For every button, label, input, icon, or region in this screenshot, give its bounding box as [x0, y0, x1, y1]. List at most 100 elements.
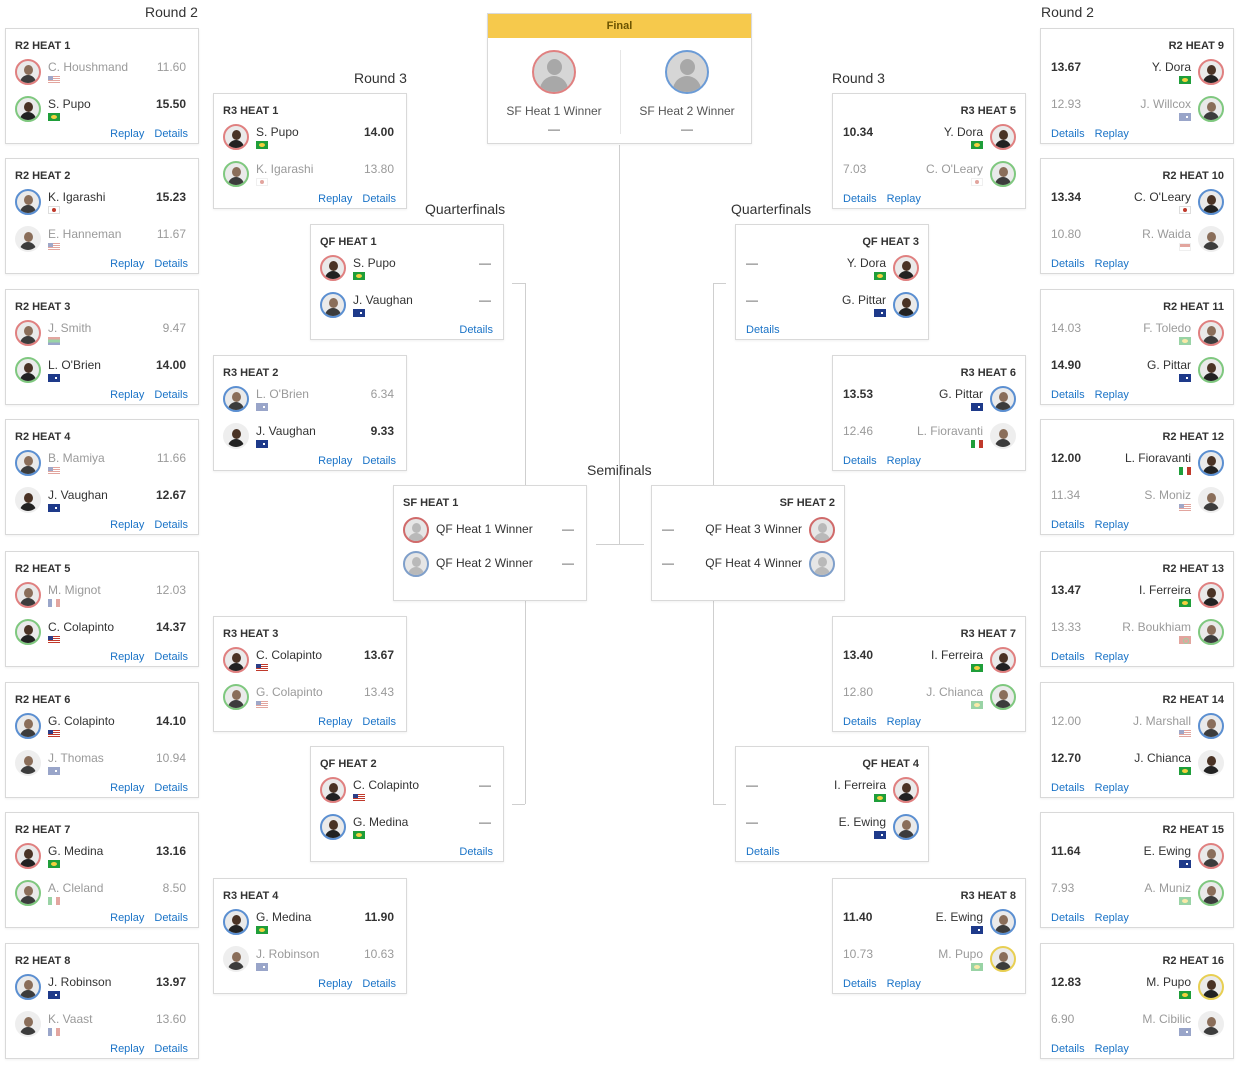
details-link[interactable]: Details [1051, 258, 1085, 270]
heat-competitor-row[interactable]: G. Pittar 13.53 [833, 384, 1025, 414]
details-link[interactable]: Details [843, 455, 877, 467]
heat-competitor-row[interactable]: R. Boukhiam 13.33 [1041, 617, 1233, 647]
heat-competitor-row[interactable]: F. Toledo 14.03 [1041, 318, 1233, 348]
details-link[interactable]: Details [154, 519, 188, 531]
details-link[interactable]: Details [362, 455, 396, 467]
heat-competitor-row[interactable]: L. O'Brien 6.34 [214, 384, 406, 414]
replay-link[interactable]: Replay [110, 912, 145, 924]
heat-competitor-row[interactable]: S. Pupo — [311, 253, 503, 283]
heat-competitor-row[interactable]: E. Ewing 11.40 [833, 907, 1025, 937]
details-link[interactable]: Details [1051, 128, 1085, 140]
heat-competitor-row[interactable]: J. Vaughan — [311, 290, 503, 320]
details-link[interactable]: Details [459, 846, 493, 858]
heat-competitor-row[interactable]: M. Mignot 12.03 [6, 580, 198, 610]
replay-link[interactable]: Replay [110, 519, 145, 531]
heat-competitor-row[interactable]: L. Fioravanti 12.46 [833, 421, 1025, 451]
heat-competitor-row[interactable]: G. Medina 13.16 [6, 841, 198, 871]
replay-link[interactable]: Replay [1094, 519, 1129, 531]
heat-competitor-row[interactable]: S. Pupo 14.00 [214, 122, 406, 152]
heat-competitor-row[interactable]: J. Vaughan 12.67 [6, 485, 198, 515]
heat-competitor-row[interactable]: C. Colapinto 14.37 [6, 617, 198, 647]
heat-competitor-row[interactable]: J. Thomas 10.94 [6, 748, 198, 778]
heat-competitor-row[interactable]: C. Colapinto — [311, 775, 503, 805]
replay-link[interactable]: Replay [886, 193, 921, 205]
details-link[interactable]: Details [1051, 651, 1085, 663]
heat-competitor-row[interactable]: C. Colapinto 13.67 [214, 645, 406, 675]
details-link[interactable]: Details [154, 782, 188, 794]
heat-competitor-row[interactable]: J. Chianca 12.80 [833, 682, 1025, 712]
heat-competitor-row[interactable]: C. Houshmand 11.60 [6, 57, 198, 87]
details-link[interactable]: Details [746, 324, 780, 336]
heat-competitor-row[interactable]: QF Heat 2 Winner — [394, 549, 586, 579]
heat-competitor-row[interactable]: K. Igarashi 13.80 [214, 159, 406, 189]
heat-competitor-row[interactable]: M. Pupo 10.73 [833, 944, 1025, 974]
replay-link[interactable]: Replay [110, 389, 145, 401]
details-link[interactable]: Details [154, 651, 188, 663]
replay-link[interactable]: Replay [110, 782, 145, 794]
heat-competitor-row[interactable]: M. Pupo 12.83 [1041, 972, 1233, 1002]
details-link[interactable]: Details [362, 978, 396, 990]
heat-competitor-row[interactable]: J. Robinson 13.97 [6, 972, 198, 1002]
replay-link[interactable]: Replay [886, 716, 921, 728]
replay-link[interactable]: Replay [110, 651, 145, 663]
heat-competitor-row[interactable]: QF Heat 1 Winner — [394, 515, 586, 545]
heat-competitor-row[interactable]: J. Chianca 12.70 [1041, 748, 1233, 778]
details-link[interactable]: Details [843, 716, 877, 728]
heat-competitor-row[interactable]: G. Pittar — [736, 290, 928, 320]
heat-competitor-row[interactable]: E. Hanneman 11.67 [6, 224, 198, 254]
heat-competitor-row[interactable]: J. Smith 9.47 [6, 318, 198, 348]
replay-link[interactable]: Replay [886, 455, 921, 467]
details-link[interactable]: Details [746, 846, 780, 858]
heat-competitor-row[interactable]: K. Igarashi 15.23 [6, 187, 198, 217]
heat-competitor-row[interactable]: G. Medina 11.90 [214, 907, 406, 937]
heat-competitor-row[interactable]: R. Waida 10.80 [1041, 224, 1233, 254]
details-link[interactable]: Details [154, 389, 188, 401]
heat-competitor-row[interactable]: E. Ewing — [736, 812, 928, 842]
replay-link[interactable]: Replay [1094, 389, 1129, 401]
heat-competitor-row[interactable]: J. Willcox 12.93 [1041, 94, 1233, 124]
heat-competitor-row[interactable]: L. Fioravanti 12.00 [1041, 448, 1233, 478]
details-link[interactable]: Details [1051, 389, 1085, 401]
details-link[interactable]: Details [459, 324, 493, 336]
heat-competitor-row[interactable]: G. Colapinto 14.10 [6, 711, 198, 741]
heat-competitor-row[interactable]: A. Muniz 7.93 [1041, 878, 1233, 908]
heat-competitor-row[interactable]: G. Colapinto 13.43 [214, 682, 406, 712]
replay-link[interactable]: Replay [110, 258, 145, 270]
details-link[interactable]: Details [154, 258, 188, 270]
details-link[interactable]: Details [843, 193, 877, 205]
details-link[interactable]: Details [1051, 1043, 1085, 1055]
replay-link[interactable]: Replay [1094, 1043, 1129, 1055]
heat-competitor-row[interactable]: QF Heat 3 Winner — [652, 515, 844, 545]
replay-link[interactable]: Replay [1094, 912, 1129, 924]
details-link[interactable]: Details [362, 193, 396, 205]
heat-competitor-row[interactable]: C. O'Leary 7.03 [833, 159, 1025, 189]
heat-competitor-row[interactable]: J. Marshall 12.00 [1041, 711, 1233, 741]
replay-link[interactable]: Replay [110, 128, 145, 140]
heat-competitor-row[interactable]: M. Cibilic 6.90 [1041, 1009, 1233, 1039]
heat-competitor-row[interactable]: B. Mamiya 11.66 [6, 448, 198, 478]
heat-competitor-row[interactable]: I. Ferreira — [736, 775, 928, 805]
heat-competitor-row[interactable]: QF Heat 4 Winner — [652, 549, 844, 579]
heat-competitor-row[interactable]: S. Moniz 11.34 [1041, 485, 1233, 515]
replay-link[interactable]: Replay [1094, 258, 1129, 270]
heat-competitor-row[interactable]: Y. Dora 13.67 [1041, 57, 1233, 87]
heat-competitor-row[interactable]: K. Vaast 13.60 [6, 1009, 198, 1039]
replay-link[interactable]: Replay [886, 978, 921, 990]
details-link[interactable]: Details [1051, 912, 1085, 924]
details-link[interactable]: Details [154, 912, 188, 924]
replay-link[interactable]: Replay [110, 1043, 145, 1055]
heat-competitor-row[interactable]: E. Ewing 11.64 [1041, 841, 1233, 871]
details-link[interactable]: Details [1051, 782, 1085, 794]
heat-competitor-row[interactable]: J. Vaughan 9.33 [214, 421, 406, 451]
details-link[interactable]: Details [362, 716, 396, 728]
details-link[interactable]: Details [154, 128, 188, 140]
heat-competitor-row[interactable]: S. Pupo 15.50 [6, 94, 198, 124]
heat-competitor-row[interactable]: L. O'Brien 14.00 [6, 355, 198, 385]
heat-competitor-row[interactable]: C. O'Leary 13.34 [1041, 187, 1233, 217]
details-link[interactable]: Details [154, 1043, 188, 1055]
heat-competitor-row[interactable]: G. Pittar 14.90 [1041, 355, 1233, 385]
heat-competitor-row[interactable]: A. Cleland 8.50 [6, 878, 198, 908]
details-link[interactable]: Details [843, 978, 877, 990]
replay-link[interactable]: Replay [318, 193, 353, 205]
heat-competitor-row[interactable]: I. Ferreira 13.40 [833, 645, 1025, 675]
